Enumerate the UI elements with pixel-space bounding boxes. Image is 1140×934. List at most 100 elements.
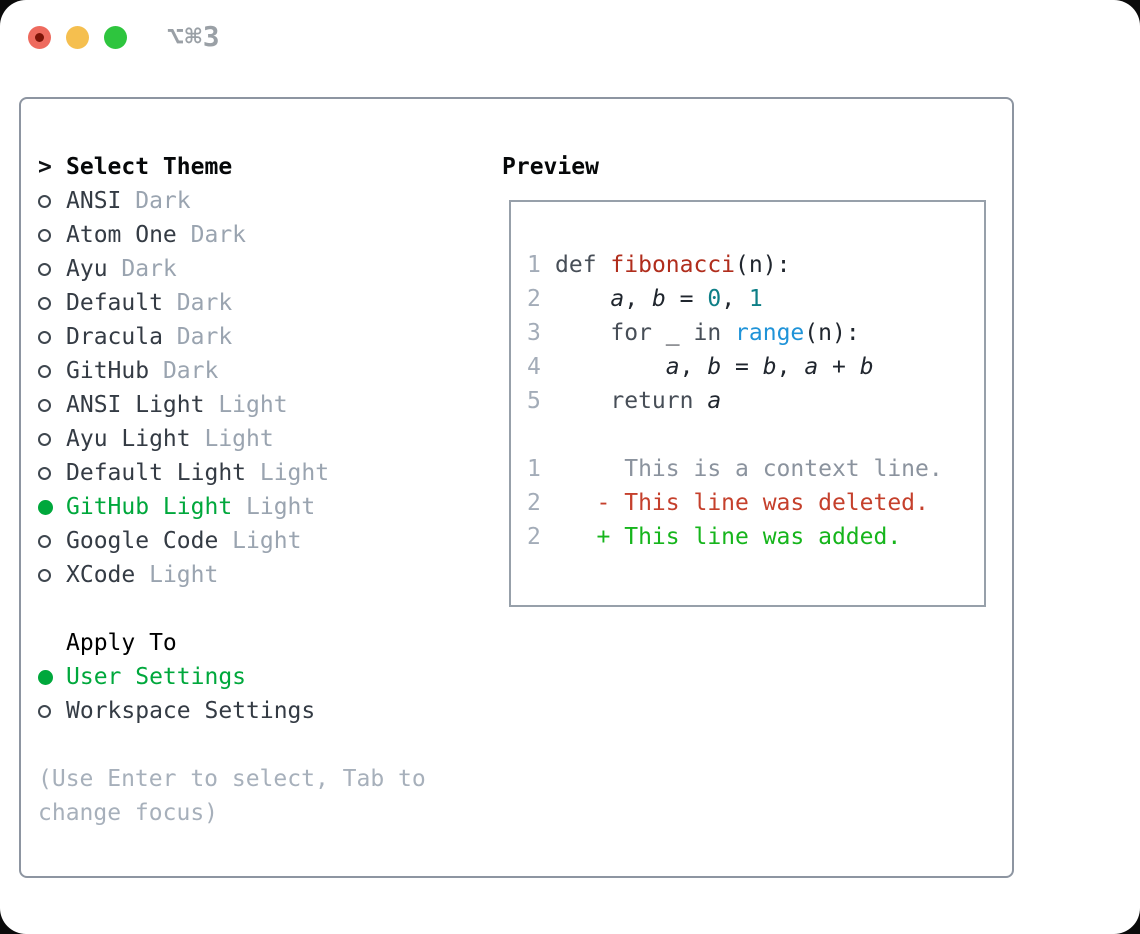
code-token: b bbox=[859, 354, 874, 380]
code-token: b bbox=[762, 354, 777, 380]
code-line: 2 + This line was added. bbox=[527, 520, 984, 554]
option-variant-label: Light bbox=[190, 426, 274, 452]
preview-title: Preview bbox=[502, 154, 599, 180]
option-variant-label: Dark bbox=[107, 256, 177, 282]
radio-icon bbox=[38, 330, 51, 344]
line-number: 2 bbox=[527, 490, 555, 516]
option-variant-label: Light bbox=[204, 392, 288, 418]
option-label: GitHub bbox=[66, 358, 150, 384]
code-token: + This line was added. bbox=[555, 524, 902, 550]
theme-item[interactable]: Atom One Dark bbox=[38, 218, 468, 252]
code-token bbox=[693, 388, 707, 414]
code-token bbox=[555, 286, 610, 312]
theme-item[interactable]: Dracula Dark bbox=[38, 320, 468, 354]
code-line: 3 for _ in range(n): bbox=[527, 316, 984, 350]
code-token: b bbox=[707, 354, 722, 380]
code-token: , bbox=[776, 354, 805, 380]
code-token: = bbox=[665, 286, 708, 312]
radio-marker bbox=[38, 432, 66, 446]
radio-marker bbox=[38, 364, 66, 378]
option-variant-label: Dark bbox=[176, 222, 247, 248]
radio-marker bbox=[38, 228, 66, 242]
code-token: return bbox=[610, 388, 694, 414]
option-label: User Settings bbox=[66, 664, 247, 690]
theme-item[interactable]: ANSI Light Light bbox=[38, 388, 468, 422]
code-token: (n): bbox=[735, 252, 791, 278]
radio-marker bbox=[38, 398, 66, 412]
option-variant-label: Dark bbox=[162, 324, 233, 350]
theme-item[interactable]: GitHub Dark bbox=[38, 354, 468, 388]
theme-item[interactable]: Default Light Light bbox=[38, 456, 468, 490]
theme-item[interactable]: XCode Light bbox=[38, 558, 468, 592]
radio-icon bbox=[38, 534, 51, 548]
option-variant-label: Dark bbox=[121, 188, 191, 214]
apply-option[interactable]: User Settings bbox=[38, 660, 468, 694]
line-number: 2 bbox=[527, 524, 555, 550]
zoom-button[interactable] bbox=[104, 26, 127, 49]
radio-marker bbox=[38, 704, 66, 718]
option-label: ANSI bbox=[66, 188, 122, 214]
radio-marker bbox=[38, 330, 66, 344]
code-token: 1 bbox=[748, 286, 763, 312]
code-token: fibonacci bbox=[610, 252, 736, 278]
apply-to-title: Apply To bbox=[66, 630, 177, 656]
code-token: This is a context line. bbox=[555, 456, 943, 482]
option-label: Dracula bbox=[66, 324, 163, 350]
radio-icon bbox=[38, 364, 51, 378]
theme-item[interactable]: Google Code Light bbox=[38, 524, 468, 558]
option-label: Default Light bbox=[66, 460, 247, 486]
option-label: Ayu Light bbox=[66, 426, 191, 452]
apply-to-header: Apply To bbox=[38, 626, 468, 660]
theme-item[interactable]: ANSI Dark bbox=[38, 184, 468, 218]
theme-item[interactable]: GitHub Light Light bbox=[38, 490, 468, 524]
line-number: 1 bbox=[527, 456, 555, 482]
radio-marker bbox=[38, 296, 66, 310]
code-token: for bbox=[610, 320, 652, 346]
option-variant-label: Dark bbox=[149, 358, 219, 384]
prompt-caret: > bbox=[38, 154, 52, 180]
radio-icon bbox=[38, 568, 51, 582]
radio-marker bbox=[38, 262, 66, 276]
radio-icon bbox=[38, 499, 53, 515]
code-text: for _ in range(n): bbox=[555, 316, 860, 350]
theme-list: ANSI Dark Atom One Dark Ayu Dark Default… bbox=[38, 184, 468, 592]
radio-marker bbox=[38, 534, 66, 548]
minimize-button[interactable] bbox=[66, 26, 89, 49]
code-line bbox=[527, 418, 984, 452]
radio-marker bbox=[38, 194, 66, 208]
radio-icon bbox=[38, 194, 51, 208]
code-token bbox=[721, 320, 735, 346]
apply-option[interactable]: Workspace Settings bbox=[38, 694, 468, 728]
code-token bbox=[555, 354, 666, 380]
code-line: 2 a, b = 0, 1 bbox=[527, 282, 984, 316]
theme-item[interactable]: Default Dark bbox=[38, 286, 468, 320]
code-text: + This line was added. bbox=[555, 520, 902, 554]
option-variant-label: Light bbox=[246, 460, 330, 486]
radio-marker bbox=[38, 568, 66, 582]
option-label: Default bbox=[66, 290, 163, 316]
radio-icon bbox=[38, 296, 51, 310]
option-label: Workspace Settings bbox=[66, 698, 316, 724]
option-label: GitHub Light bbox=[66, 494, 233, 520]
code-text: a, b = b, a + b bbox=[555, 350, 874, 384]
code-token: a bbox=[707, 388, 722, 414]
code-line: 4 a, b = b, a + b bbox=[527, 350, 984, 384]
code-token: (n): bbox=[804, 320, 860, 346]
code-token bbox=[555, 320, 610, 346]
radio-icon bbox=[38, 466, 51, 480]
theme-item[interactable]: Ayu Light Light bbox=[38, 422, 468, 456]
window-title: ⌥⌘3 bbox=[167, 20, 221, 53]
close-button[interactable] bbox=[28, 26, 51, 49]
option-label: XCode bbox=[66, 562, 136, 588]
code-text: return a bbox=[555, 384, 721, 418]
theme-item[interactable]: Ayu Dark bbox=[38, 252, 468, 286]
code-text: def fibonacci(n): bbox=[555, 248, 790, 282]
line-number: 1 bbox=[527, 252, 555, 278]
code-token: , bbox=[721, 286, 749, 312]
select-theme-header: > Select Theme bbox=[38, 150, 468, 184]
line-number bbox=[527, 418, 555, 452]
line-number: 2 bbox=[527, 286, 555, 312]
code-token: b bbox=[651, 286, 666, 312]
apply-to-list: User Settings Workspace Settings bbox=[38, 660, 468, 728]
code-token: - This line was deleted. bbox=[555, 490, 929, 516]
